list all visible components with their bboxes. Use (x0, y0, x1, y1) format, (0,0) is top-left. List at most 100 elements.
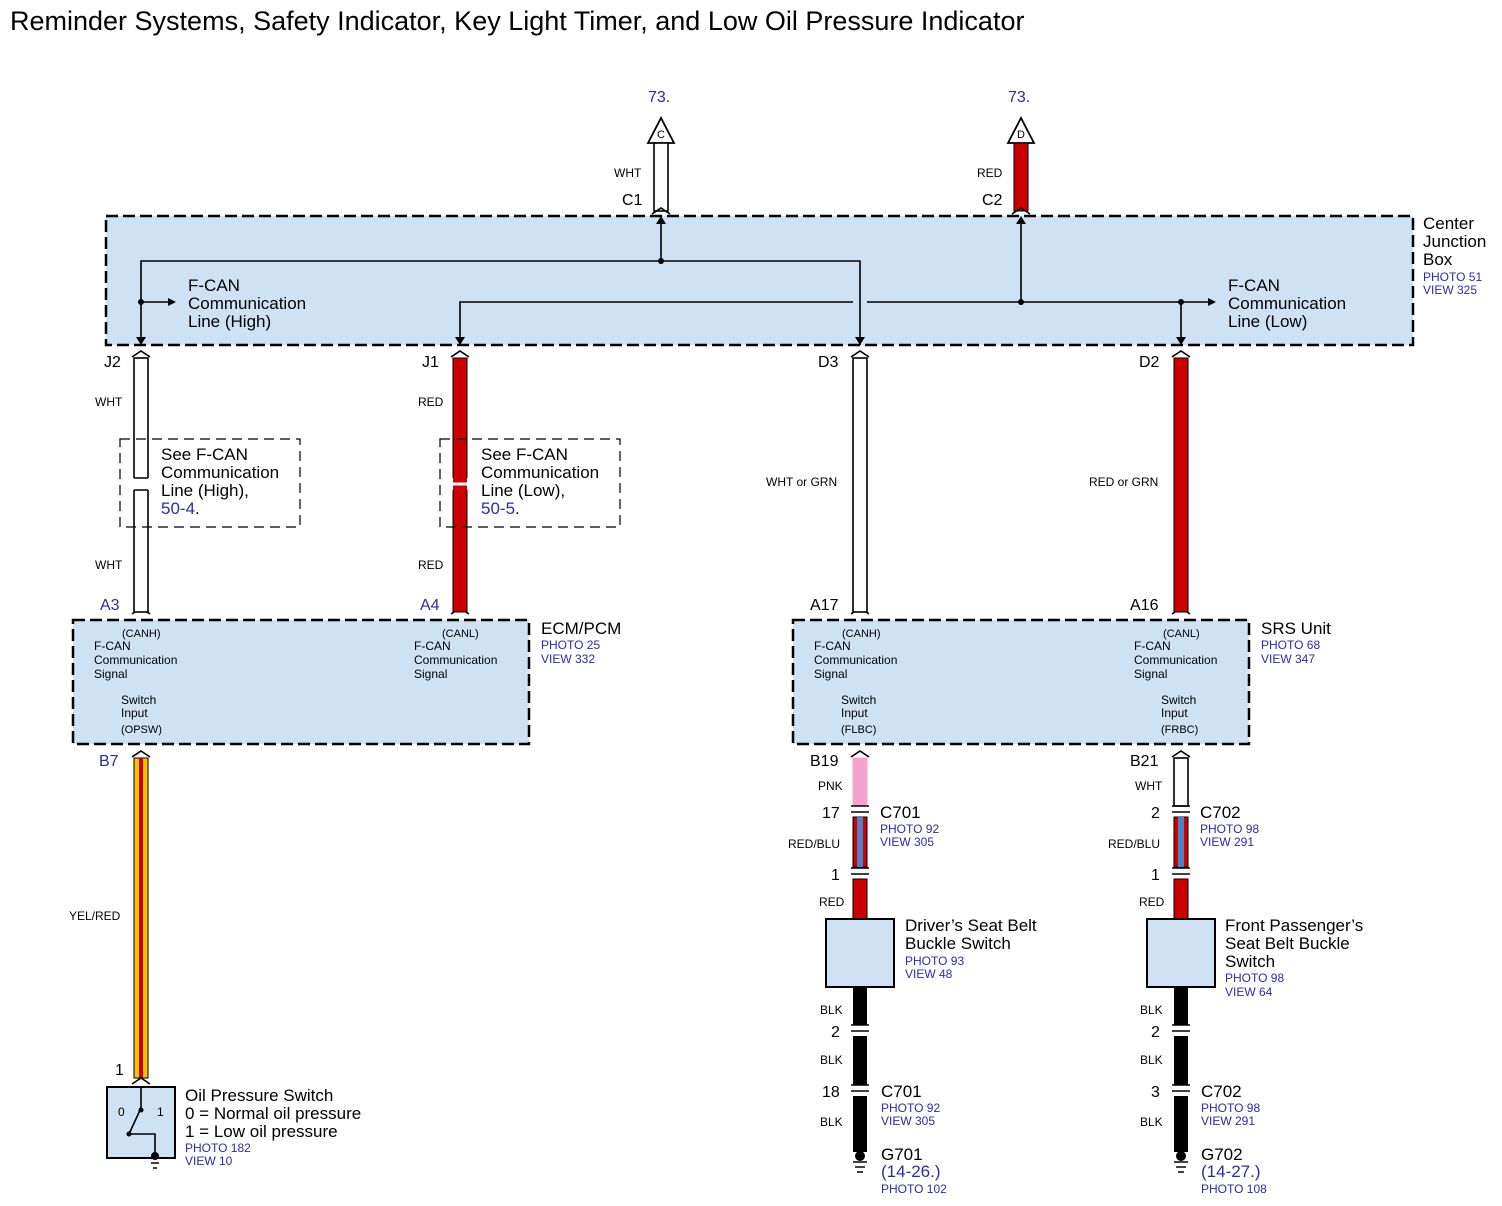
pass-switch-view[interactable]: VIEW 64 (1225, 985, 1273, 999)
c702b-photo[interactable]: PHOTO 98 (1201, 1101, 1260, 1115)
b7-connector (131, 750, 151, 758)
c701a-bottom-mark (851, 867, 869, 875)
srs-unit-box (791, 618, 1251, 746)
srs-photo[interactable]: PHOTO 68 (1261, 638, 1320, 652)
ecm-switch-2: Input (121, 706, 148, 720)
ref-d-letter: D (1017, 129, 1025, 141)
srs-sig-l-3: Signal (1134, 667, 1167, 681)
pin-d2: D2 (1139, 354, 1160, 371)
c701a-photo[interactable]: PHOTO 92 (880, 822, 939, 836)
srs-switch-l-2: Input (841, 706, 868, 720)
c702b-view[interactable]: VIEW 291 (1201, 1114, 1255, 1128)
ref-c-letter: C (657, 129, 665, 141)
wire-pass-red (1173, 878, 1189, 920)
c702b-pin-top: 2 (1151, 1024, 1160, 1041)
oil-switch-pin: 1 (115, 1062, 124, 1079)
c701a-name: C701 (880, 803, 921, 822)
wire-label-yel-red: YEL/RED (69, 909, 121, 923)
b19-connector (850, 750, 870, 758)
srs-sig-h-3: Signal (814, 667, 847, 681)
node-high-c1 (658, 258, 664, 264)
ecm-canl: (CANL) (442, 628, 479, 640)
arrow-c2 (1016, 216, 1026, 224)
oil-switch-view[interactable]: VIEW 10 (185, 1154, 233, 1168)
ecm-sig-h-3: Signal (94, 667, 127, 681)
wire-break-high-ends (134, 477, 148, 491)
ecm-pin-b7: B7 (99, 753, 119, 770)
wire-label-j1-bottom: RED (418, 558, 444, 572)
c702a-pin-bottom: 1 (1151, 867, 1160, 884)
center-junction-box (104, 214, 1415, 347)
wire-d3-wht-grn (852, 357, 868, 613)
ecm-sig-h-1: F-CAN (94, 639, 131, 653)
srs-view[interactable]: VIEW 347 (1261, 652, 1315, 666)
srs-canh: (CANH) (842, 628, 881, 640)
ref-d-number[interactable]: 73. (1008, 89, 1030, 106)
c702a-view[interactable]: VIEW 291 (1200, 835, 1254, 849)
oil-switch-zero: 0 (118, 1105, 125, 1119)
wire-pass-blk-3 (1174, 1096, 1188, 1152)
note-high-period: . (195, 499, 200, 518)
g702-ref[interactable]: (14-27.) (1201, 1162, 1261, 1181)
oil-switch-contact (128, 1087, 156, 1152)
wire-label-pnk: PNK (818, 779, 843, 793)
oil-switch-one: 1 (157, 1105, 164, 1119)
fcan-low-label-3: Line (Low) (1228, 312, 1307, 331)
srs-pin-b19: B19 (810, 753, 839, 770)
srs-switch-r-3: (FRBC) (1161, 724, 1198, 736)
g701-ref[interactable]: (14-26.) (881, 1162, 941, 1181)
note-fcan-high-box (119, 438, 301, 528)
ref-c-number[interactable]: 73. (648, 89, 670, 106)
fcan-low-tag-arrow (1208, 298, 1216, 306)
ecm-photo[interactable]: PHOTO 25 (541, 638, 600, 652)
note-low-period: . (515, 499, 520, 518)
wire-pass-blk-1 (1174, 987, 1188, 1025)
box-top-connectors (651, 207, 1031, 215)
wire-c702-blu-stripe (1178, 817, 1184, 867)
c702a-photo[interactable]: PHOTO 98 (1200, 822, 1259, 836)
junction-box-photo[interactable]: PHOTO 51 (1423, 270, 1482, 284)
wire-label-red-driver: RED (819, 895, 845, 909)
g702-ground-icon (1174, 1161, 1188, 1173)
c701a-view[interactable]: VIEW 305 (880, 835, 934, 849)
wire-c701-blu-stripe (857, 817, 863, 867)
wire-label-j1-top: RED (418, 395, 444, 409)
srs-switch-l-3: (FLBC) (841, 724, 876, 736)
driver-switch-view[interactable]: VIEW 48 (905, 967, 953, 981)
fcan-high-label-1: F-CAN (188, 276, 240, 295)
g701-photo[interactable]: PHOTO 102 (881, 1182, 947, 1196)
pin-j1: J1 (422, 354, 439, 371)
ecm-pin-a3: A3 (100, 597, 120, 614)
c702a-name: C702 (1200, 803, 1241, 822)
ecm-view[interactable]: VIEW 332 (541, 652, 595, 666)
pass-switch-photo[interactable]: PHOTO 98 (1225, 971, 1284, 985)
note-high-line-1: See F-CAN (161, 445, 248, 464)
junction-box-view[interactable]: VIEW 325 (1423, 283, 1477, 297)
wire-label-blk-p1: BLK (1140, 1003, 1163, 1017)
wire-label-blk-d2: BLK (820, 1053, 843, 1067)
ecm-pin-a4: A4 (420, 597, 440, 614)
ecm-switch-1: Switch (121, 693, 156, 707)
pin-c1: C1 (622, 192, 643, 209)
junction-box-name-2: Junction (1423, 232, 1486, 251)
svg-text:50-5.: 50-5. (481, 499, 520, 518)
ecm-sig-l-3: Signal (414, 667, 447, 681)
srs-sig-h-2: Communication (814, 653, 897, 667)
wire-label-c1: WHT (614, 166, 642, 180)
wire-driver-blk-2 (853, 1036, 867, 1085)
c701b-pin: 18 (822, 1084, 840, 1101)
driver-switch-photo[interactable]: PHOTO 93 (905, 954, 964, 968)
note-high-ref-link[interactable]: 50-4 (161, 499, 195, 518)
note-low-ref-link[interactable]: 50-5 (481, 499, 515, 518)
wire-pass-blk-2 (1174, 1036, 1188, 1085)
srs-sig-l-2: Communication (1134, 653, 1217, 667)
wire-label-blk-d3: BLK (820, 1115, 843, 1129)
wire-label-d3: WHT or GRN (766, 475, 837, 489)
diagram-title: Reminder Systems, Safety Indicator, Key … (10, 6, 1024, 36)
oil-switch-photo[interactable]: PHOTO 182 (185, 1141, 251, 1155)
c701b-photo[interactable]: PHOTO 92 (881, 1101, 940, 1115)
srs-switch-r-2: Input (1161, 706, 1188, 720)
c701b-view[interactable]: VIEW 305 (881, 1114, 935, 1128)
g702-photo[interactable]: PHOTO 108 (1201, 1182, 1267, 1196)
c702b-pin: 3 (1151, 1084, 1160, 1101)
